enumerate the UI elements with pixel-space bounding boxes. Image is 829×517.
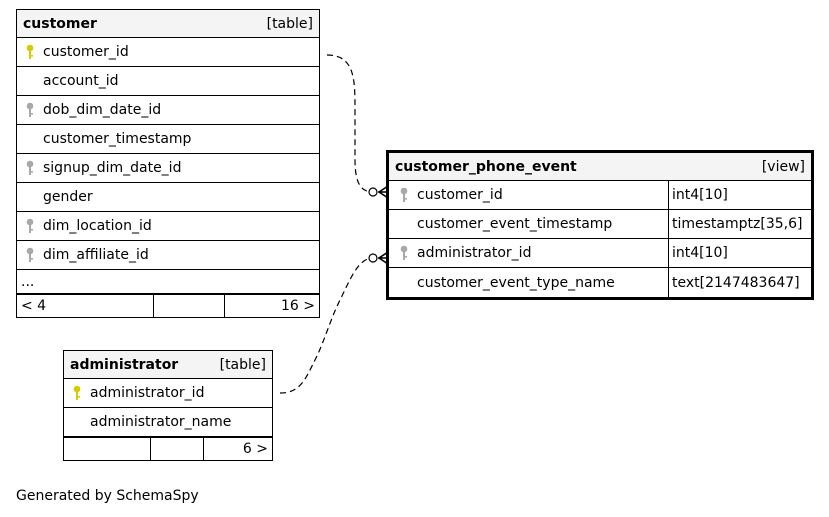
children-count[interactable]: 16 > [281, 298, 315, 314]
column-name: dim_affiliate_id [43, 247, 149, 263]
column-name: customer_id [43, 44, 129, 60]
column-type: int4[10] [672, 245, 728, 261]
table-kind: [table] [219, 356, 266, 373]
column-row[interactable]: customer_timestamp [17, 125, 319, 154]
column-row[interactable]: dim_affiliate_id [17, 241, 319, 270]
column-type: text[2147483647] [672, 274, 800, 291]
column-row[interactable]: customer_event_timestamp timestamptz[35,… [389, 210, 811, 239]
column-row[interactable]: administrator_name [64, 408, 272, 437]
foreign-key-icon [26, 102, 34, 117]
more-columns-ellipsis: ... [21, 273, 35, 290]
parents-count[interactable]: < 4 [17, 295, 154, 317]
administrator-table[interactable]: administrator [table] administrator_id a… [63, 350, 273, 461]
foreign-key-icon [26, 160, 34, 175]
more-columns-row[interactable]: ... [17, 270, 319, 294]
column-row[interactable]: dim_location_id [17, 212, 319, 241]
column-type: timestamptz[35,6] [672, 216, 803, 232]
column-name: administrator_id [417, 245, 532, 261]
customer-table[interactable]: customer [table] customer_id account_id … [16, 9, 320, 318]
column-name: customer_id [417, 187, 503, 203]
column-row[interactable]: signup_dim_date_id [17, 154, 319, 183]
column-row[interactable]: gender [17, 183, 319, 212]
table-footer: 6 > [64, 437, 272, 460]
column-type: int4[10] [672, 187, 728, 203]
column-name: customer_event_timestamp [417, 216, 613, 232]
link-admin-optional-marker [368, 253, 378, 263]
customer-phone-event-view[interactable]: customer_phone_event [view] customer_id … [386, 150, 814, 300]
customer-table-header[interactable]: customer [table] [17, 10, 319, 38]
column-name: customer_event_type_name [417, 274, 615, 291]
foreign-key-icon [26, 218, 34, 233]
footer-left-cell [64, 438, 151, 460]
column-name: administrator_name [90, 414, 232, 430]
column-row[interactable]: dob_dim_date_id [17, 96, 319, 125]
link-customer-optional-marker [368, 187, 378, 197]
column-name: customer_timestamp [43, 131, 192, 147]
table-kind: [table] [266, 15, 313, 32]
column-name: signup_dim_date_id [43, 160, 182, 176]
foreign-key-icon [26, 247, 34, 262]
foreign-key-icon [400, 187, 408, 202]
column-name: dim_location_id [43, 218, 152, 234]
table-kind: [view] [761, 158, 805, 175]
generated-by-note: Generated by SchemaSpy [16, 488, 199, 504]
primary-key-icon [73, 385, 81, 400]
column-name: administrator_id [90, 385, 205, 401]
column-row[interactable]: administrator_id [64, 379, 272, 408]
column-row[interactable]: account_id [17, 67, 319, 96]
table-name: administrator [70, 356, 179, 373]
table-name: customer_phone_event [395, 158, 577, 175]
column-name: account_id [43, 73, 119, 89]
column-row[interactable]: administrator_id int4[10] [389, 239, 811, 268]
footer-middle-cell [151, 438, 204, 460]
table-name: customer [23, 15, 97, 32]
administrator-table-header[interactable]: administrator [table] [64, 351, 272, 379]
column-row[interactable]: customer_event_type_name text[2147483647… [389, 268, 811, 297]
column-name: gender [43, 189, 93, 205]
column-row[interactable]: customer_id [17, 38, 319, 67]
link-customer-to-event [326, 54, 374, 193]
foreign-key-icon [400, 245, 408, 260]
table-footer: < 4 16 > [17, 294, 319, 317]
column-row[interactable]: customer_id int4[10] [389, 181, 811, 210]
link-admin-to-event [279, 257, 374, 394]
primary-key-icon [26, 44, 34, 59]
children-count[interactable]: 6 > [242, 441, 268, 457]
view-header[interactable]: customer_phone_event [view] [389, 153, 811, 181]
column-name: dob_dim_date_id [43, 102, 162, 118]
footer-middle-cell [154, 295, 225, 317]
